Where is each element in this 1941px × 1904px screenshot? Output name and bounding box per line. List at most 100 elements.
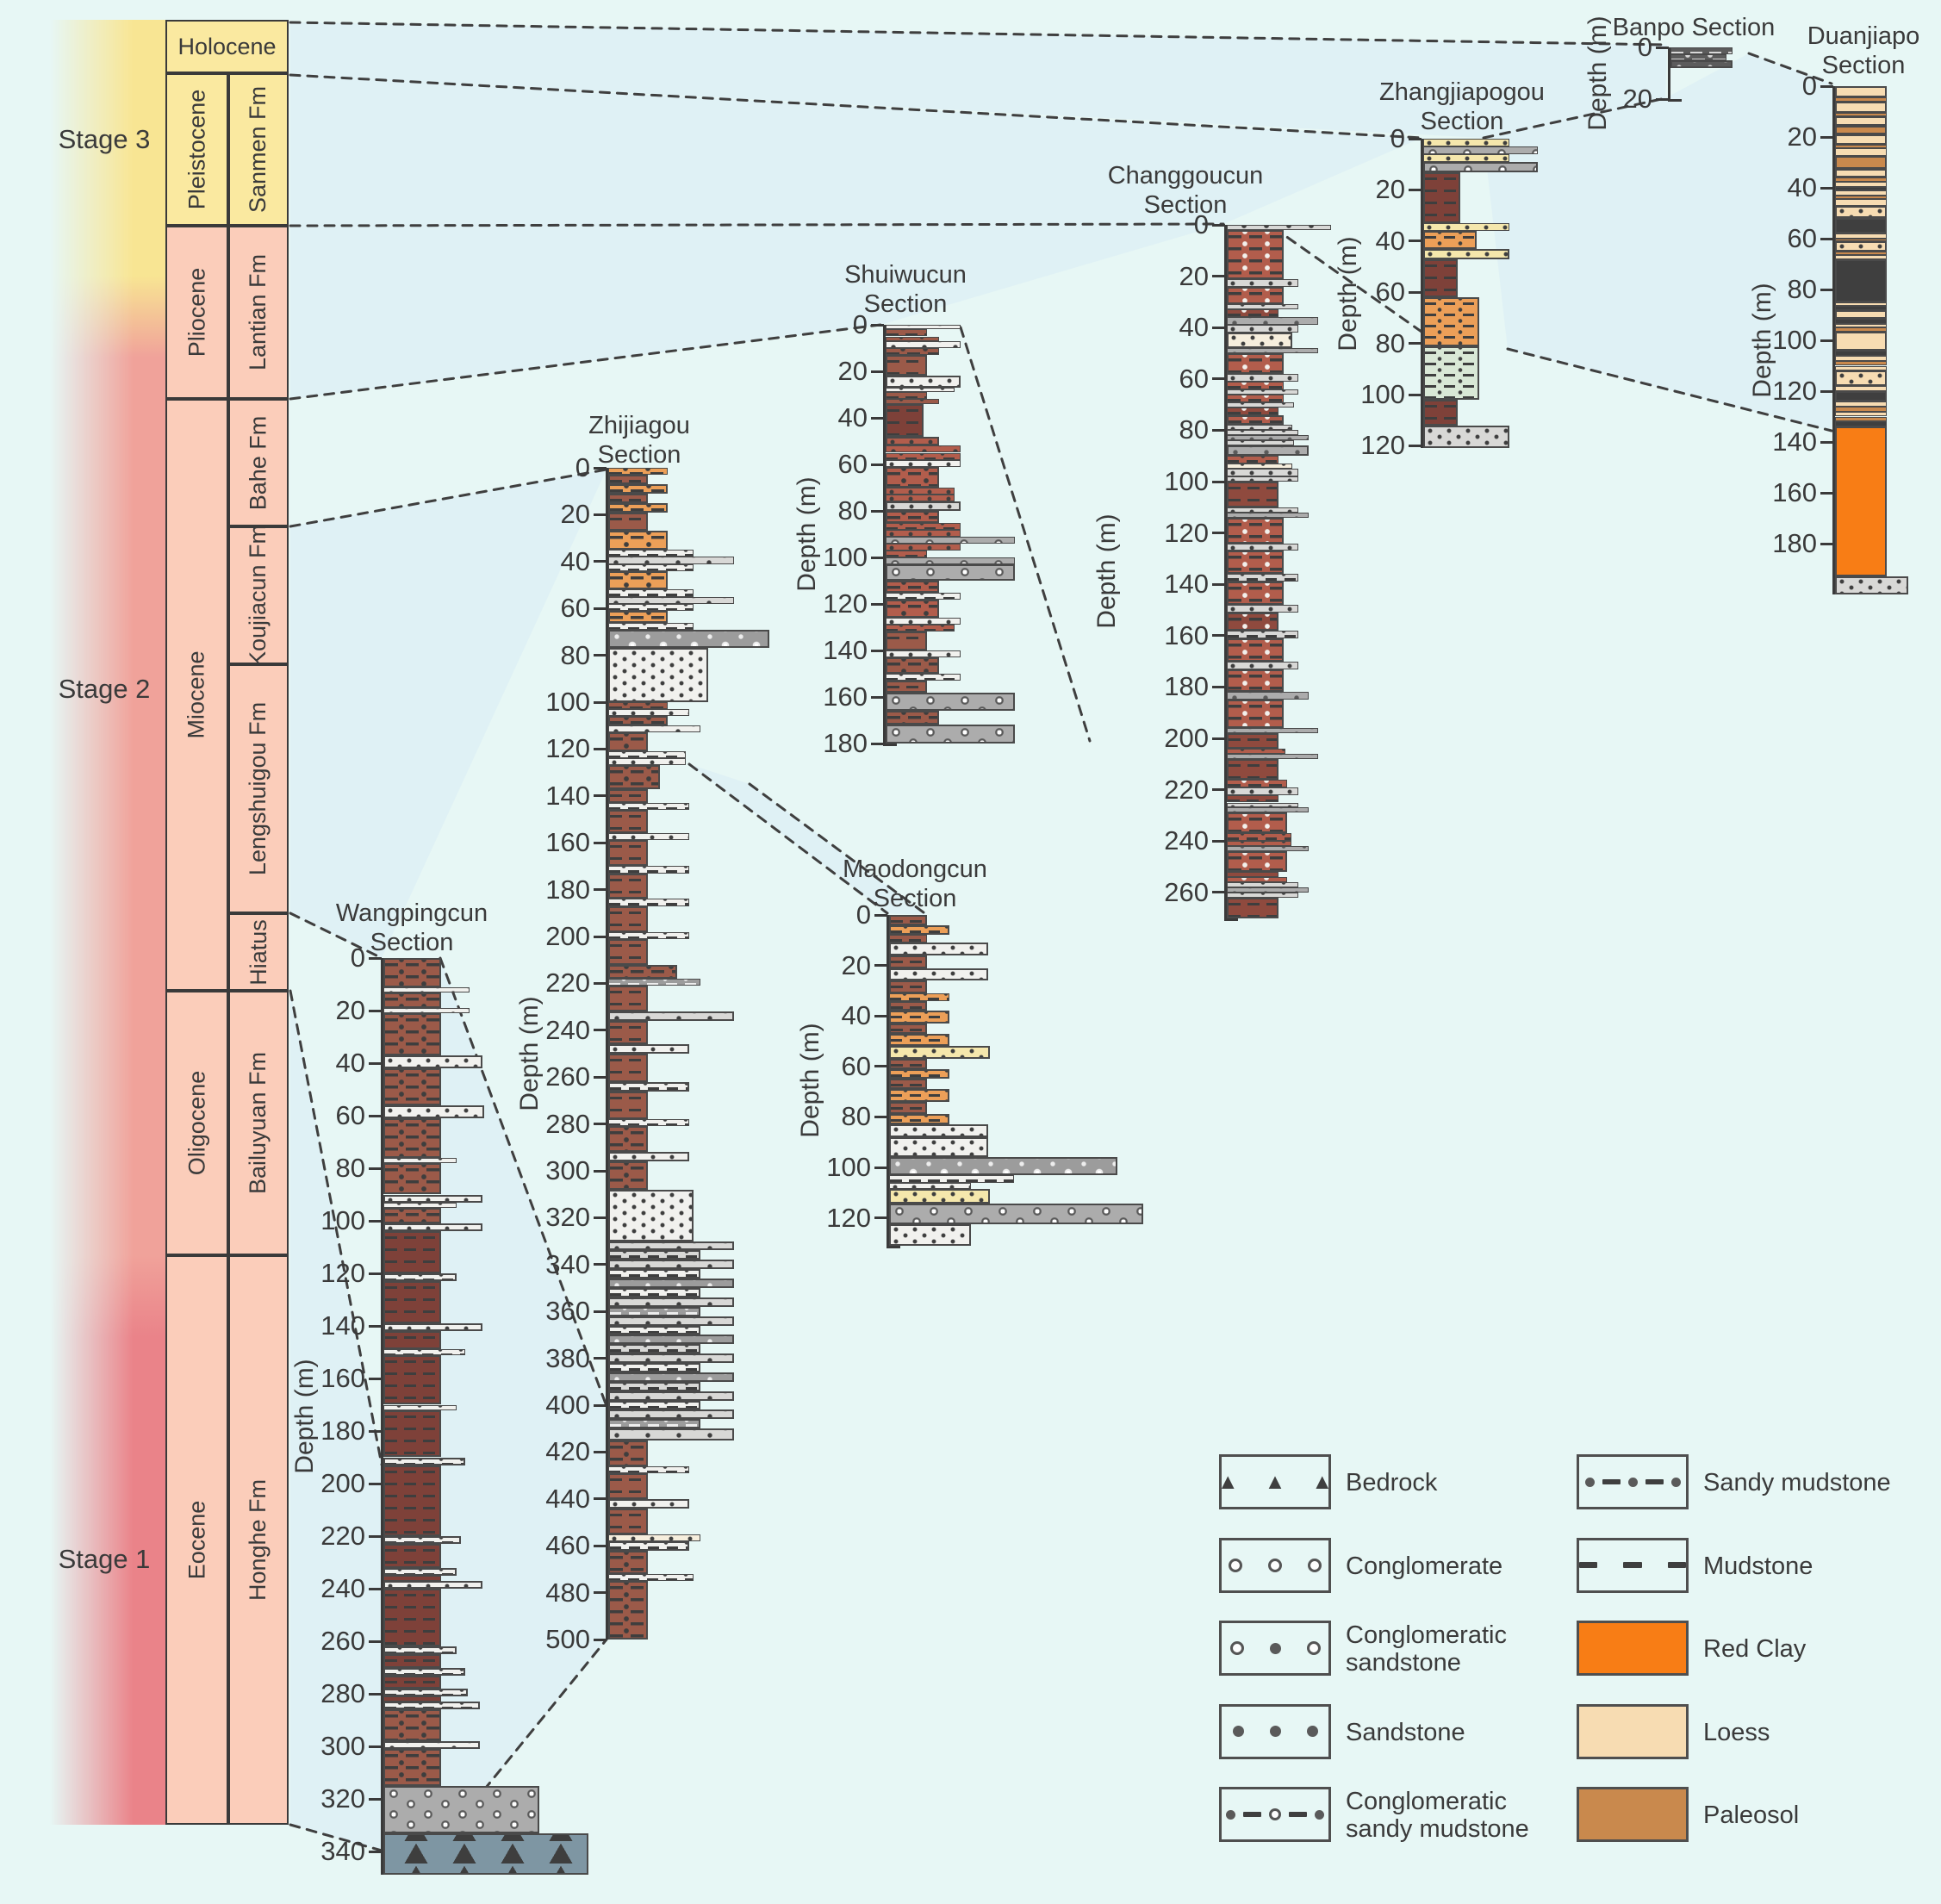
bed-m [1423, 171, 1460, 223]
bed-sm [383, 1688, 468, 1697]
depth-tick [1212, 480, 1225, 483]
depth-tick-label: 60 [1787, 223, 1817, 253]
depth-tick-label: 120 [823, 588, 868, 619]
depth-tick-label: 340 [545, 1248, 590, 1279]
depth-tick [594, 794, 607, 798]
depth-tick-label: 440 [545, 1483, 590, 1514]
bed-csmw [1227, 407, 1278, 415]
depth-tick [1212, 377, 1225, 381]
depth-tick-label: 120 [1360, 430, 1405, 461]
tri-icon: ▲ [1216, 1469, 1239, 1494]
bed-m [1227, 758, 1278, 780]
legend-swatch-sandstone [1219, 1703, 1331, 1759]
depth-tick-label: 100 [1164, 466, 1209, 496]
depth-tick-label: 20 [560, 499, 590, 530]
bed-m [383, 1544, 441, 1568]
bed-cgs [608, 1297, 734, 1307]
depth-tick [1820, 491, 1833, 495]
bed-m [886, 632, 927, 650]
dash-icon [1289, 1812, 1307, 1817]
dot-icon [1269, 1726, 1281, 1737]
bed-ss [1227, 802, 1298, 808]
bed-sm [608, 1419, 700, 1429]
bed-csm [608, 1440, 648, 1466]
depth-tick [369, 1219, 382, 1223]
bed-cg [383, 1785, 539, 1833]
bed-cgs [1227, 348, 1318, 353]
depth-tick [594, 1263, 607, 1266]
bed-m [889, 1000, 927, 1011]
depth-axis-foot [887, 1245, 900, 1248]
table-cell-label: Miocene [184, 650, 209, 739]
depth-tick [1212, 634, 1225, 638]
depth-tick-label: 60 [837, 449, 868, 479]
bed-cgs [608, 1241, 734, 1251]
bed-m [608, 1508, 648, 1534]
bed-sm [889, 1011, 949, 1024]
bed-csm [608, 531, 668, 551]
bed-ss [1423, 425, 1509, 449]
depth-tick-label: 120 [320, 1258, 365, 1288]
legend-label: Red Clay [1703, 1635, 1807, 1663]
bed-sm [608, 1381, 700, 1391]
bed-m [1227, 482, 1278, 507]
depth-tick-label: 180 [1772, 528, 1817, 558]
depth-tick [1212, 428, 1225, 432]
bed-m [608, 1020, 648, 1045]
depth-tick [1212, 788, 1225, 792]
depth-tick [1409, 290, 1422, 294]
depth-axis-title-changgoucun: Depth (m) [1092, 513, 1121, 629]
depth-axis-foot [1668, 99, 1682, 102]
bed-csmw [1227, 414, 1284, 426]
depth-tick-label: 60 [560, 593, 590, 624]
bed-m [383, 1354, 441, 1405]
depth-tick-label: 0 [1637, 32, 1652, 62]
bed-csm [608, 1550, 648, 1574]
bed-ss [886, 529, 961, 537]
bed-sm [608, 1288, 700, 1297]
depth-tick [1820, 135, 1833, 139]
bed-cg [886, 557, 1015, 565]
bed-csm [608, 1161, 648, 1190]
depth-tick [1656, 46, 1669, 49]
depth-tick [874, 913, 887, 917]
bed-m [383, 1465, 441, 1536]
depth-tick-label: 360 [545, 1296, 590, 1327]
depth-tick-label: 80 [1787, 274, 1817, 304]
bed-m [886, 392, 927, 400]
depth-tick-label: 80 [841, 1101, 871, 1132]
table-cell-label: Eocene [184, 1500, 210, 1580]
legend-swatch-mudstone [1577, 1537, 1689, 1593]
depth-tick-label: 140 [320, 1310, 365, 1341]
bed-sm [1227, 841, 1291, 847]
correlation-dashed-line [687, 762, 889, 915]
bed-sm [383, 1667, 465, 1676]
depth-tick-label: 380 [545, 1342, 590, 1373]
bed-sm [608, 751, 686, 759]
bed-sm [1227, 881, 1298, 887]
legend-label: Sandstone [1346, 1718, 1465, 1746]
bed-m [383, 1331, 441, 1350]
bed-cgs [608, 1391, 734, 1401]
bed-csm [608, 765, 660, 789]
legend-swatch-conglomeratic-sandstone [1219, 1621, 1331, 1676]
depth-tick-label: 240 [545, 1014, 590, 1045]
bed-sm [886, 592, 961, 600]
depth-tick [1656, 97, 1669, 101]
depth-tick-label: 20 [335, 995, 365, 1025]
bed-sm [889, 1114, 949, 1125]
bed-csmw [1227, 812, 1287, 834]
bed-csm [1227, 225, 1331, 230]
bed-solid [1835, 177, 1887, 182]
bed-sm [1227, 846, 1309, 852]
bed-solid [1835, 125, 1887, 135]
depth-tick [594, 1403, 607, 1407]
bed-m [886, 550, 927, 557]
bed-sm [1227, 464, 1292, 470]
bed-m [1423, 258, 1458, 298]
bed-sm [383, 1202, 457, 1208]
depth-tick-label: 0 [1390, 123, 1405, 153]
depth-tick-label: 40 [1375, 225, 1405, 256]
